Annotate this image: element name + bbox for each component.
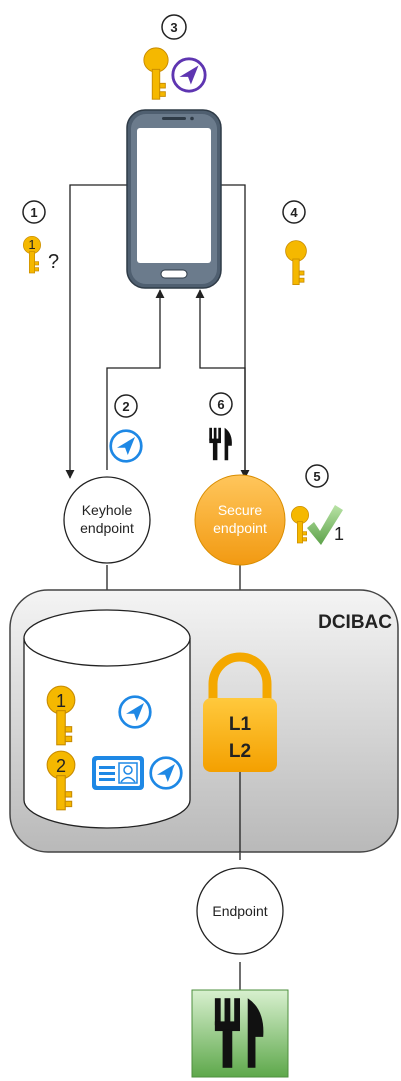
svg-text:6: 6 [217, 397, 224, 412]
food-service-icon [191, 989, 289, 1078]
step-5-badge: 5 [305, 464, 329, 488]
svg-text:endpoint: endpoint [213, 520, 267, 536]
database-icon [23, 609, 191, 829]
svg-text:4: 4 [290, 205, 298, 220]
connectors [65, 184, 250, 990]
svg-text:endpoint: endpoint [80, 520, 134, 536]
arrow-keyhole-to-phone [106, 289, 165, 470]
step-6-badge: 6 [209, 392, 233, 416]
svg-text:1: 1 [56, 691, 66, 711]
endpoint: Endpoint [196, 867, 284, 955]
step-2-badge: 2 [114, 394, 138, 418]
svg-text:Endpoint: Endpoint [212, 903, 267, 919]
step-1-badge: 1 [22, 200, 46, 224]
navigation-icon [109, 429, 143, 463]
fork-knife-icon [209, 427, 232, 461]
svg-text:Secure: Secure [218, 502, 263, 518]
id-card-icon [92, 756, 144, 790]
svg-text:L1: L1 [229, 714, 252, 735]
svg-text:2: 2 [122, 399, 129, 414]
lock-icon: L1 L2 [203, 652, 277, 772]
key-icon [143, 47, 169, 100]
key-icon: 2 [46, 750, 76, 811]
keyhole-endpoint: Keyhole endpoint [63, 476, 151, 564]
unknown-key-mark: ? [48, 251, 59, 273]
phone-icon [126, 109, 222, 289]
navigation-icon [149, 756, 183, 790]
arrow-secure-to-phone [195, 289, 246, 478]
navigation-icon [171, 57, 207, 93]
check-icon [307, 505, 343, 545]
step-4-badge: 4 [282, 200, 306, 224]
key-icon: 1 [46, 685, 76, 746]
arrow-phone-to-secure [220, 184, 250, 479]
secure-endpoint: Secure endpoint [194, 474, 286, 566]
svg-text:1: 1 [28, 237, 35, 252]
svg-text:DCIBAC: DCIBAC [318, 612, 392, 633]
key-icon [285, 240, 307, 286]
svg-text:1: 1 [30, 205, 37, 220]
svg-text:2: 2 [56, 756, 66, 776]
svg-text:5: 5 [313, 469, 320, 484]
key-icon [290, 505, 310, 544]
svg-text:3: 3 [170, 20, 177, 35]
navigation-icon [118, 695, 152, 729]
step-3-badge: 3 [161, 14, 187, 40]
svg-text:Keyhole: Keyhole [82, 502, 133, 518]
arrow-phone-to-keyhole [65, 184, 128, 479]
key-icon: 1 [22, 235, 42, 274]
check-count: 1 [334, 524, 344, 544]
svg-text:L2: L2 [229, 741, 251, 762]
